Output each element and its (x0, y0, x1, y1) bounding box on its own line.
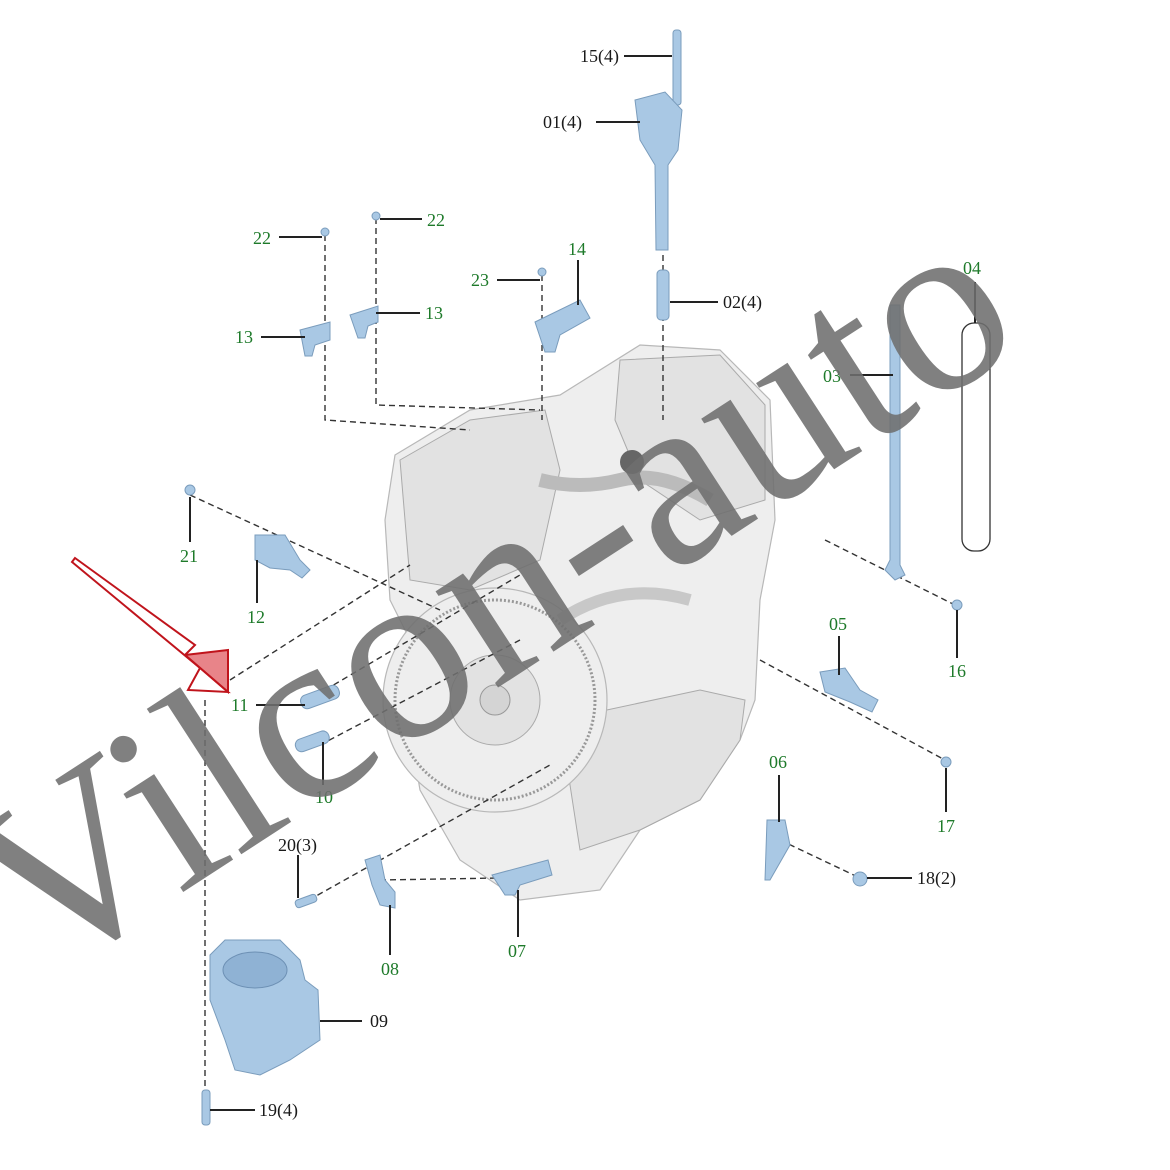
label-03: 03 (823, 366, 841, 386)
knock-sensor-lead-03[interactable] (884, 304, 906, 581)
label-07: 07 (508, 941, 526, 961)
label-09: 09 (370, 1011, 388, 1031)
parts (184, 29, 991, 1126)
sensor-13b[interactable] (349, 305, 379, 339)
label-10: 10 (315, 787, 333, 807)
label-05: 05 (829, 614, 847, 634)
engine-assembly (382, 344, 776, 901)
part-labels: 15(4) 01(4) 22 22 13 13 23 14 02(4) 04 0… (180, 46, 981, 1121)
label-23: 23 (471, 270, 489, 290)
label-12: 12 (247, 607, 265, 627)
label-15: 15(4) (580, 46, 619, 67)
label-16: 16 (948, 661, 966, 681)
bolt-16[interactable] (951, 599, 963, 611)
sensor-14[interactable] (534, 299, 591, 353)
label-21: 21 (180, 546, 198, 566)
label-22b: 22 (427, 210, 445, 230)
valve-05[interactable] (819, 667, 879, 713)
label-13b: 13 (425, 303, 443, 323)
label-11: 11 (231, 695, 248, 715)
label-02: 02(4) (723, 292, 762, 313)
sensor-08[interactable] (364, 854, 396, 909)
label-08: 08 (381, 959, 399, 979)
label-01: 01(4) (543, 112, 582, 133)
label-18: 18(2) (917, 868, 956, 889)
spark-plug-02[interactable] (656, 269, 670, 321)
label-20: 20(3) (278, 835, 317, 856)
bolt-19[interactable] (201, 1089, 211, 1126)
assembly-lines (189, 218, 956, 1120)
bolt-20[interactable] (294, 893, 318, 909)
label-14: 14 (568, 239, 586, 259)
label-06: 06 (769, 752, 787, 772)
sensor-13a[interactable] (299, 321, 331, 357)
red-arrow-icon (70, 556, 231, 695)
ignition-coil-01[interactable] (634, 91, 683, 251)
watermark: Vilcon-auto (0, 157, 1059, 1031)
bolt-22b[interactable] (371, 211, 381, 221)
sensor-07[interactable] (491, 859, 553, 896)
bolt-21[interactable] (184, 484, 196, 496)
solenoid-12[interactable] (254, 534, 311, 579)
bolt-23[interactable] (537, 267, 547, 277)
label-22a: 22 (253, 228, 271, 248)
label-19: 19(4) (259, 1100, 298, 1121)
label-17: 17 (937, 816, 955, 836)
nut-18[interactable] (852, 871, 868, 887)
label-04: 04 (963, 258, 981, 278)
sensor-10[interactable] (294, 729, 331, 753)
bolt-15[interactable] (672, 29, 682, 106)
bolt-17[interactable] (940, 756, 952, 768)
leader-lines (189, 55, 976, 1111)
bracket-06[interactable] (764, 819, 791, 881)
label-13a: 13 (235, 327, 253, 347)
bolt-22a[interactable] (320, 227, 330, 237)
sensor-11[interactable] (299, 684, 341, 711)
